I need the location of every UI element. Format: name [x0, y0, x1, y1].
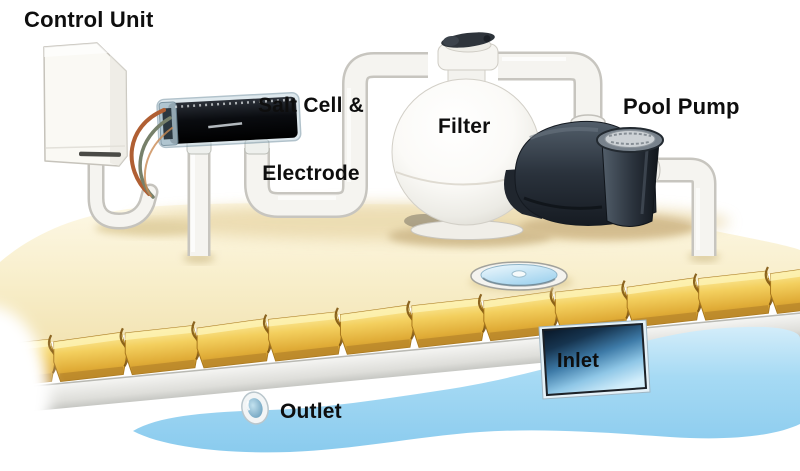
strainer-pot	[601, 141, 660, 227]
inlet-label: Inlet	[557, 350, 600, 372]
salt-cell-label: Salt Cell & Electrode	[246, 50, 376, 231]
salt-cell-to-filter-pipe	[244, 52, 428, 218]
salt-cell-support-pipe	[187, 148, 211, 256]
outlet-label: Outlet	[280, 400, 342, 423]
pool-pump-label: Pool Pump	[623, 94, 740, 119]
wall-top-edge	[0, 307, 800, 392]
salt-cell-graphic	[156, 91, 302, 155]
electrode-wires	[129, 108, 173, 199]
filter-valve	[437, 32, 499, 71]
plumbing-pipes	[87, 51, 717, 256]
valve-handle-icon	[441, 32, 495, 48]
salt-cell-label-line1: Salt Cell &	[257, 94, 365, 118]
pool-pump-graphic	[504, 120, 664, 227]
wiring-conduit	[87, 155, 159, 230]
control-unit-graphic	[43, 42, 128, 167]
left-fade	[0, 306, 50, 471]
salt-cell-label-line2: Electrode	[262, 162, 360, 186]
control-unit-label: Control Unit	[24, 7, 154, 32]
filter-label: Filter	[438, 115, 491, 138]
outlet-fitting	[241, 391, 269, 425]
filter-graphic	[391, 32, 541, 240]
inlet-box	[538, 319, 651, 400]
control-unit-vent-slot	[78, 151, 121, 157]
skimmer-lid	[469, 261, 573, 291]
